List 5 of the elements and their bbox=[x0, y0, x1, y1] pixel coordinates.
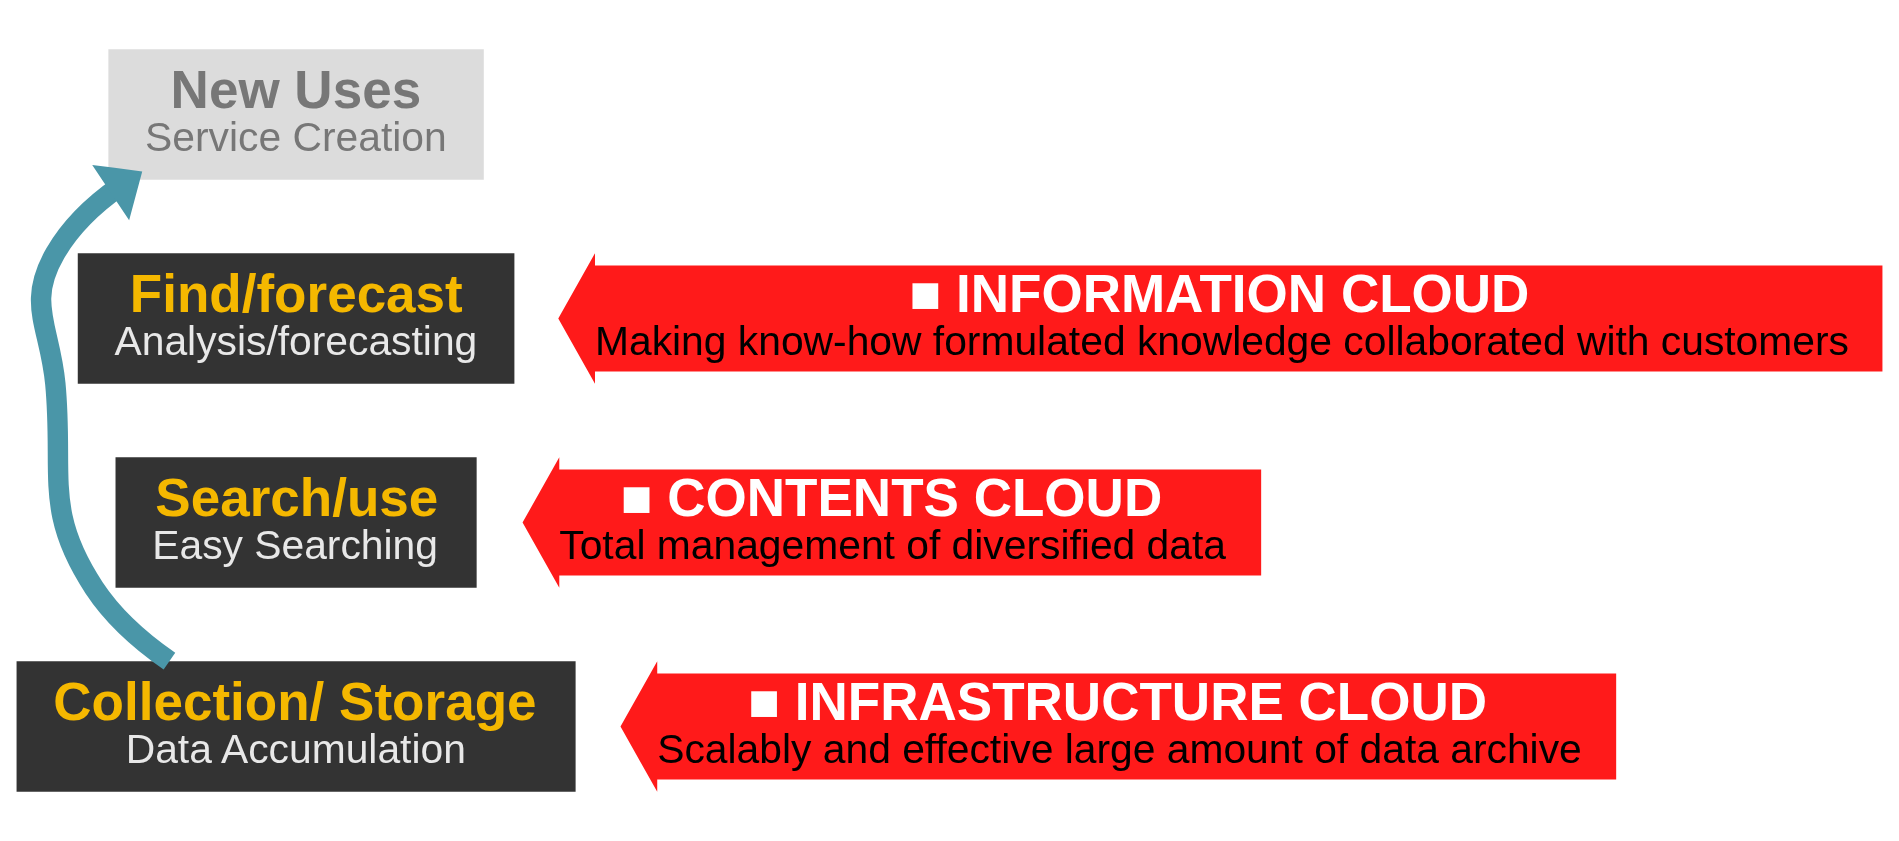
node-box: New Uses Service Creation bbox=[108, 49, 484, 180]
arrow bbox=[31, 164, 176, 670]
node-box: Search/use Easy Searching bbox=[115, 457, 477, 588]
node-box: Find/forecast Analysis/forecasting bbox=[77, 253, 515, 384]
node-box: Collection/ Storage Data Accumulation bbox=[16, 661, 576, 792]
